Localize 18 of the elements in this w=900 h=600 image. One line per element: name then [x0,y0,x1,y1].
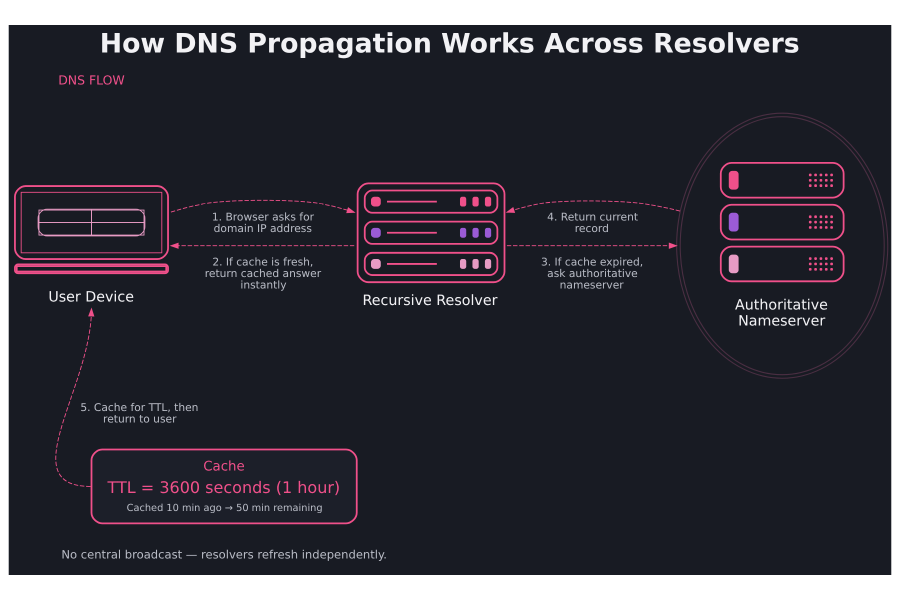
arrow [506,200,681,213]
edge-label: 2. If cache is fresh, return cached answer instantly [204,255,322,292]
edge-label: 3. If cache expired, ask authoritative nameserver [540,255,644,292]
caption: No central broadcast — resolvers refresh independently. [61,547,387,562]
edge-label: 1. Browser asks for domain IP address [212,210,314,235]
edge-label: 5. Cache for TTL, then return to user [80,400,198,426]
node-ellipse: Authoritative Nameserver [676,112,888,379]
node-box: Cache TTL = 3600 seconds (1 hour) Cached 10 min ago → 50 min remaining [90,448,358,524]
diagram-title: How DNS Propagation Works Across Resolvers [100,28,800,60]
label: DNS FLOW [58,72,125,88]
arrow [170,200,356,214]
node-label: Recursive Resolver [362,293,498,310]
arrow [506,242,678,249]
arrow [55,308,94,487]
edge-label: 4. Return current record [547,210,638,235]
arrow [170,242,355,249]
node-box [356,182,506,284]
node-label: User Device [48,290,134,306]
